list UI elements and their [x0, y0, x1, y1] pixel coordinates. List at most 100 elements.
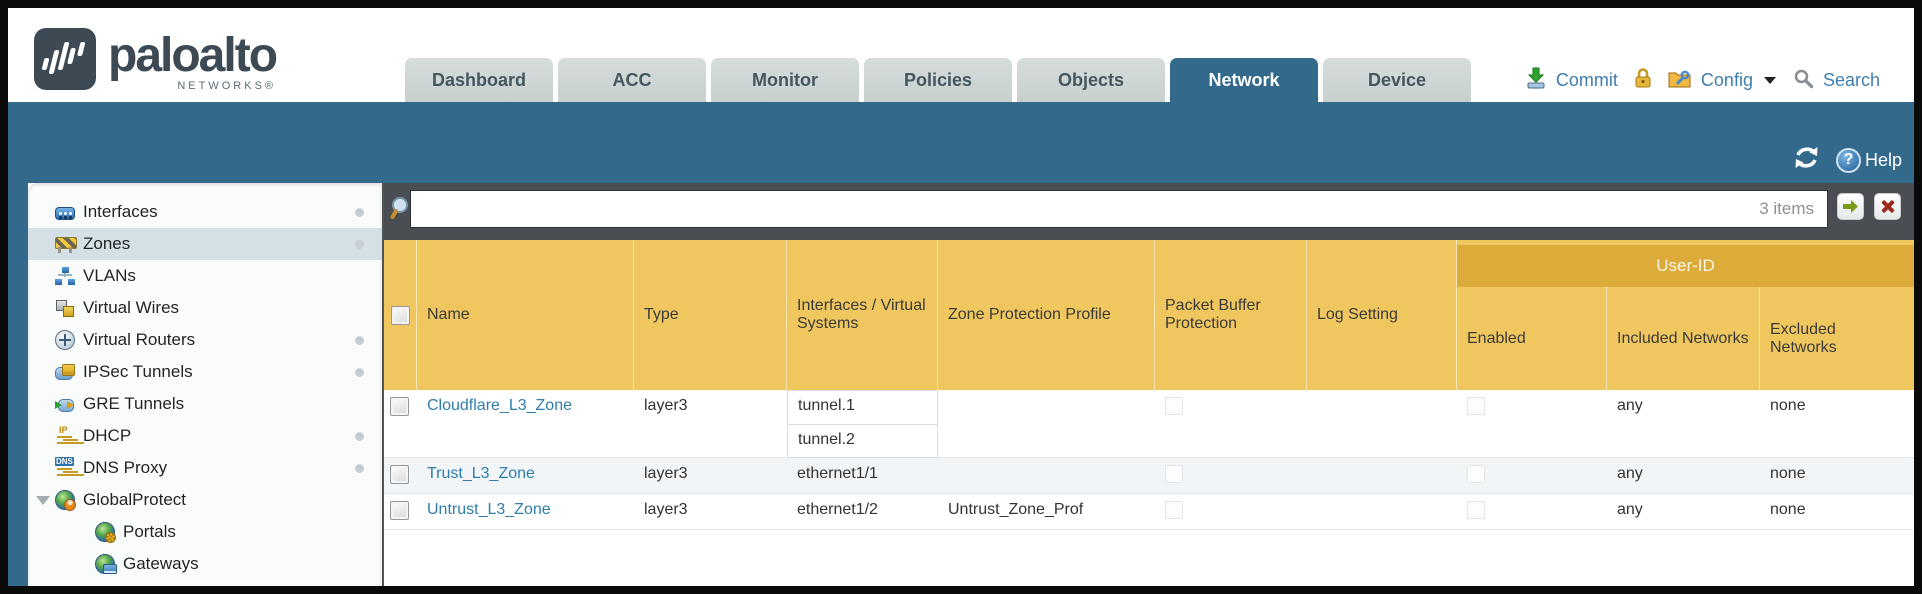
item-dot	[355, 239, 364, 249]
user-id-enabled-cell	[1457, 458, 1607, 493]
zones-table-header: Name Type Interfaces / Virtual Systems Z…	[384, 240, 1914, 390]
red-x-icon	[1880, 199, 1895, 214]
sidebar-item-virtual-wires[interactable]: Virtual Wires	[28, 292, 382, 324]
column-header-log-setting[interactable]: Log Setting	[1307, 240, 1457, 390]
sidebar-item-label: GRE Tunnels	[83, 394, 185, 413]
select-all-cell	[384, 240, 417, 390]
clear-filter-button[interactable]	[1874, 193, 1901, 220]
user-id-enabled-checkbox[interactable]	[1467, 465, 1485, 483]
column-header-type[interactable]: Type	[634, 240, 787, 390]
gre-tunnels-icon	[55, 394, 75, 414]
row-checkbox[interactable]	[390, 465, 409, 484]
refresh-icon[interactable]	[1793, 145, 1820, 175]
commit-icon[interactable]	[1525, 67, 1547, 94]
zone-name-link[interactable]: Cloudflare_L3_Zone	[427, 397, 572, 414]
sidebar-item-ipsec-tunnels[interactable]: IPSec Tunnels	[28, 356, 382, 388]
packet-buffer-protection-cell	[1155, 458, 1307, 493]
excluded-networks-cell: none	[1770, 501, 1806, 518]
zone-type-cell: layer3	[644, 397, 688, 414]
packet-buffer-protection-checkbox[interactable]	[1165, 397, 1183, 415]
sidebar-item-gre-tunnels[interactable]: GRE Tunnels	[28, 388, 382, 420]
help-button[interactable]: ? Help	[1835, 147, 1902, 173]
sidebar-item-zones[interactable]: Zones	[28, 228, 382, 260]
search-button[interactable]: Search	[1822, 70, 1880, 90]
sidebar-left-gutter	[8, 183, 28, 586]
zones-table-body: Cloudflare_L3_Zone layer3 tunnel.1 tunne…	[384, 390, 1914, 530]
column-header-enabled[interactable]: Enabled	[1457, 287, 1607, 390]
config-button[interactable]: Config	[1700, 70, 1753, 90]
sidebar-item-gateways[interactable]: Gateways	[28, 548, 382, 580]
item-dot	[355, 207, 364, 217]
sidebar-item-portals[interactable]: Portals	[28, 516, 382, 548]
zone-protection-profile-cell	[938, 458, 1155, 493]
log-setting-cell	[1307, 390, 1457, 457]
tab-objects[interactable]: Objects	[1017, 58, 1165, 102]
zone-name-link[interactable]: Trust_L3_Zone	[427, 465, 535, 482]
user-id-enabled-cell	[1457, 494, 1607, 529]
table-row: Cloudflare_L3_Zone layer3 tunnel.1 tunne…	[384, 390, 1914, 458]
zone-name-cell: Trust_L3_Zone	[417, 458, 634, 493]
sidebar-item-dns-proxy[interactable]: DNS Proxy	[28, 452, 382, 484]
search-icon[interactable]	[1793, 68, 1814, 94]
green-arrow-icon	[1843, 200, 1858, 213]
expander-triangle-icon[interactable]	[36, 495, 50, 505]
sidebar-item-globalprotect[interactable]: GlobalProtect	[28, 484, 382, 516]
column-header-excluded-networks[interactable]: Excluded Networks	[1770, 320, 1837, 356]
sidebar-item-label: IPSec Tunnels	[83, 362, 193, 381]
sidebar-item-vlans[interactable]: VLANs	[28, 260, 382, 292]
sidebar-item-label: Virtual Routers	[83, 330, 196, 349]
help-label: Help	[1864, 149, 1902, 170]
column-header-zone-protection-profile[interactable]: Zone Protection Profile	[938, 240, 1155, 390]
apply-filter-button[interactable]	[1837, 193, 1864, 220]
excluded-networks-cell: none	[1770, 465, 1806, 482]
tab-device[interactable]: Device	[1323, 58, 1471, 102]
chevron-down-icon[interactable]	[1763, 77, 1776, 84]
item-dot	[355, 367, 364, 377]
column-header-name[interactable]: Name	[417, 240, 634, 390]
tab-dashboard[interactable]: Dashboard	[405, 58, 553, 102]
included-networks-cell: any	[1617, 501, 1643, 518]
commit-button[interactable]: Commit	[1555, 70, 1618, 90]
tab-policies[interactable]: Policies	[864, 58, 1012, 102]
packet-buffer-protection-checkbox[interactable]	[1165, 465, 1183, 483]
sidebar-item-dhcp[interactable]: DHCP	[28, 420, 382, 452]
sidebar-item-virtual-routers[interactable]: Virtual Routers	[28, 324, 382, 356]
filter-input[interactable]	[410, 190, 1828, 228]
config-icon[interactable]	[1668, 67, 1692, 94]
lock-icon[interactable]	[1633, 67, 1653, 94]
vlans-icon	[55, 266, 75, 286]
excluded-networks-cell: none	[1770, 397, 1806, 414]
row-checkbox[interactable]	[390, 501, 409, 520]
teal-banner: ? Help	[8, 102, 1914, 183]
filter-search-icon	[389, 196, 411, 227]
zone-interfaces-cell: tunnel.1 tunnel.2	[787, 390, 938, 458]
sidebar-item-label: GlobalProtect	[83, 490, 186, 509]
logo-wave-icon	[41, 42, 86, 74]
user-id-column-group: User-ID Enabled Included Networks Exclud…	[1457, 240, 1914, 390]
zone-interfaces-cell: ethernet1/1	[797, 465, 878, 482]
user-id-enabled-checkbox[interactable]	[1467, 397, 1485, 415]
column-header-packet-buffer-protection[interactable]: Packet Buffer Protection	[1155, 240, 1307, 390]
user-id-enabled-checkbox[interactable]	[1467, 501, 1485, 519]
row-checkbox[interactable]	[390, 397, 409, 416]
sidebar-item-label: DHCP	[83, 426, 132, 445]
filter-bar: 3 items	[384, 183, 1914, 240]
sidebar-item-interfaces[interactable]: Interfaces	[28, 196, 382, 228]
header-actions: Commit Config	[1525, 67, 1880, 94]
select-all-checkbox[interactable]	[390, 305, 410, 325]
main-nav-tabs: Dashboard ACC Monitor Policies Objects N…	[405, 58, 1476, 102]
tab-monitor[interactable]: Monitor	[711, 58, 859, 102]
tab-acc[interactable]: ACC	[558, 58, 706, 102]
included-networks-cell: any	[1617, 465, 1643, 482]
zones-content: 3 items Name Type Interfaces / Virtual S…	[384, 183, 1914, 586]
column-header-included-networks[interactable]: Included Networks	[1607, 287, 1760, 390]
tab-network[interactable]: Network	[1170, 58, 1318, 102]
zone-name-cell: Untrust_L3_Zone	[417, 494, 634, 529]
packet-buffer-protection-cell	[1155, 494, 1307, 529]
packet-buffer-protection-checkbox[interactable]	[1165, 501, 1183, 519]
zone-protection-profile-cell	[938, 390, 1155, 457]
column-header-interfaces[interactable]: Interfaces / Virtual Systems	[787, 240, 938, 390]
zone-name-link[interactable]: Untrust_L3_Zone	[427, 501, 551, 518]
dhcp-icon	[55, 425, 75, 446]
zone-type-cell: layer3	[644, 465, 688, 482]
